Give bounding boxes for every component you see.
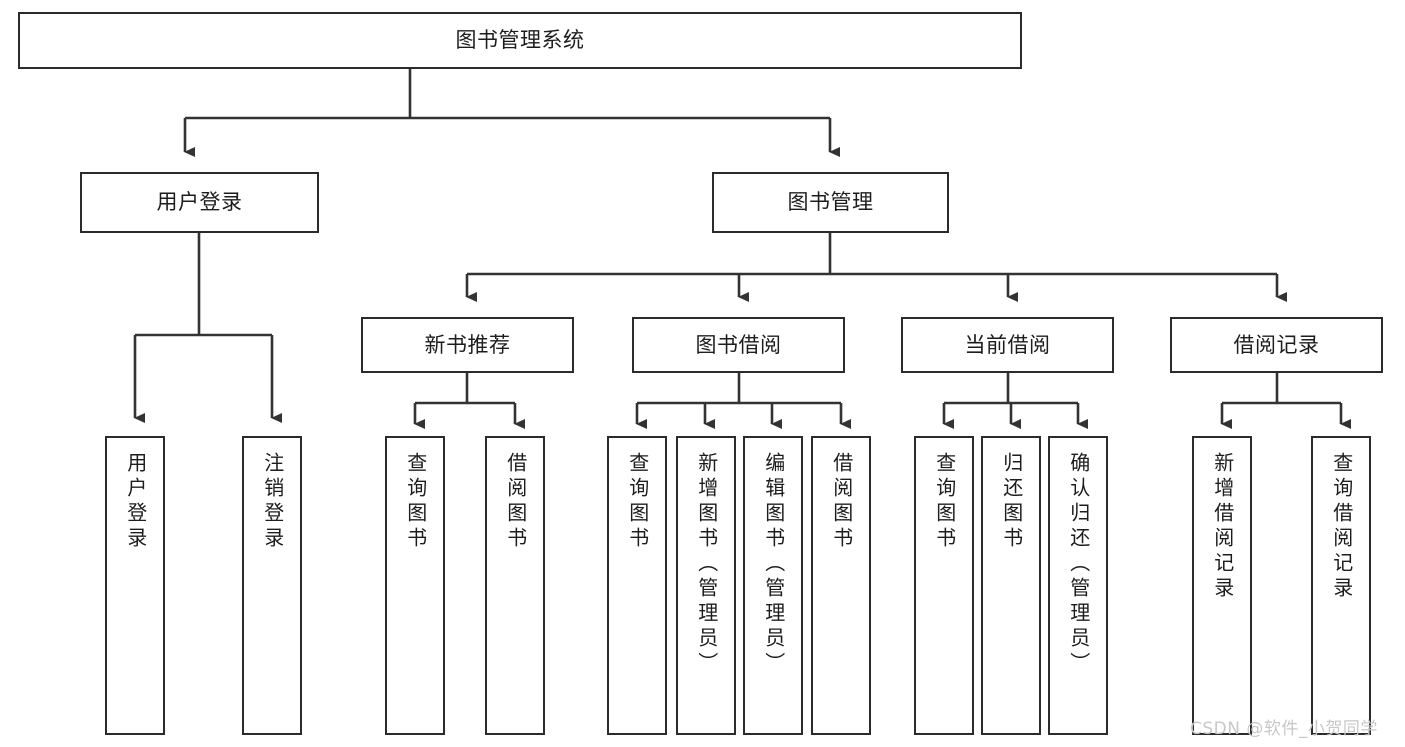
node-current-borrow-label: 当前借阅 [964, 332, 1051, 357]
connector-root-to-level2 [183, 69, 840, 157]
node-leaf-confirm-return-label: 确认归还（管理员） [1066, 452, 1091, 677]
node-leaf-borrow-book-2-label: 借阅图书 [829, 452, 854, 552]
connector-borrowrecord-to-leaves [1220, 373, 1351, 429]
node-leaf-return-book-label: 归还图书 [999, 452, 1024, 552]
node-leaf-user-logout[interactable]: 注销登录 [242, 436, 302, 735]
node-leaf-borrow-book-2[interactable]: 借阅图书 [811, 436, 871, 735]
node-leaf-query-book-3[interactable]: 查询图书 [914, 436, 974, 735]
connector-bookmanage-to-level3 [465, 233, 1287, 302]
connector-currentborrow-to-leaves [942, 373, 1088, 429]
node-new-book-recommend[interactable]: 新书推荐 [361, 317, 574, 373]
node-leaf-add-record[interactable]: 新增借阅记录 [1192, 436, 1252, 735]
node-leaf-query-book-3-label: 查询图书 [932, 452, 957, 552]
node-root-label: 图书管理系统 [455, 28, 585, 53]
node-new-book-recommend-label: 新书推荐 [424, 332, 511, 357]
connector-bookborrow-to-leaves [635, 373, 851, 429]
node-leaf-confirm-return[interactable]: 确认归还（管理员） [1048, 436, 1108, 735]
connector-newbook-to-leaves [413, 373, 525, 429]
node-leaf-user-login-label: 用户登录 [123, 452, 148, 552]
node-leaf-borrow-book-1[interactable]: 借阅图书 [485, 436, 545, 735]
node-user-login-label: 用户登录 [156, 190, 243, 215]
node-book-borrow-label: 图书借阅 [695, 332, 782, 357]
node-leaf-add-record-label: 新增借阅记录 [1210, 452, 1235, 602]
node-leaf-edit-book[interactable]: 编辑图书（管理员） [743, 436, 803, 735]
csdn-watermark: CSDN @软件_小贺同学 [1190, 719, 1378, 739]
node-leaf-query-book-2-label: 查询图书 [625, 452, 650, 552]
node-user-login[interactable]: 用户登录 [80, 172, 319, 233]
node-borrow-record[interactable]: 借阅记录 [1170, 317, 1383, 373]
node-borrow-record-label: 借阅记录 [1233, 332, 1320, 357]
node-leaf-query-book-1-label: 查询图书 [403, 452, 428, 552]
node-book-borrow[interactable]: 图书借阅 [632, 317, 845, 373]
node-leaf-query-record-label: 查询借阅记录 [1329, 452, 1354, 602]
node-book-manage[interactable]: 图书管理 [712, 172, 949, 233]
node-leaf-query-book-2[interactable]: 查询图书 [607, 436, 667, 735]
node-root[interactable]: 图书管理系统 [18, 12, 1022, 69]
node-leaf-return-book[interactable]: 归还图书 [981, 436, 1041, 735]
node-leaf-add-book[interactable]: 新增图书（管理员） [676, 436, 736, 735]
connector-userlogin-to-leaves [133, 233, 282, 423]
node-leaf-edit-book-label: 编辑图书（管理员） [761, 452, 786, 677]
node-leaf-borrow-book-1-label: 借阅图书 [503, 452, 528, 552]
node-book-manage-label: 图书管理 [787, 190, 874, 215]
node-leaf-add-book-label: 新增图书（管理员） [694, 452, 719, 677]
node-leaf-user-login[interactable]: 用户登录 [105, 436, 165, 735]
node-current-borrow[interactable]: 当前借阅 [901, 317, 1114, 373]
node-leaf-user-logout-label: 注销登录 [260, 452, 285, 552]
node-leaf-query-book-1[interactable]: 查询图书 [385, 436, 445, 735]
node-leaf-query-record[interactable]: 查询借阅记录 [1311, 436, 1371, 735]
